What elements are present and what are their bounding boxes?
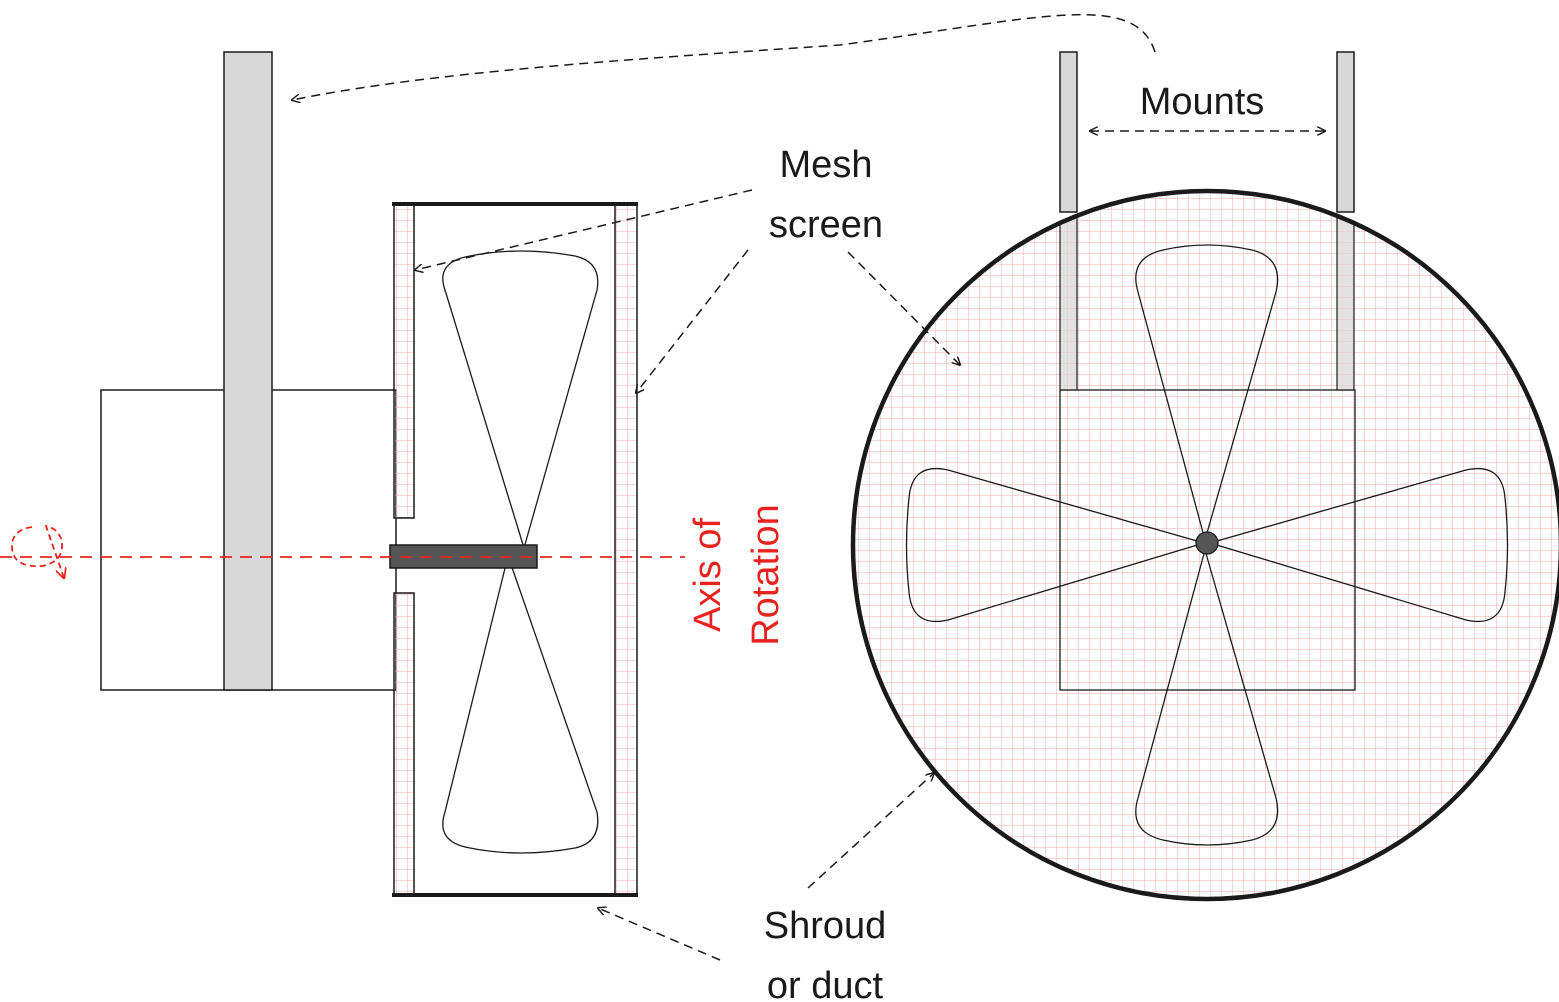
shroud-arrow-side — [598, 908, 721, 961]
mesh-label-line1: Mesh — [780, 144, 873, 186]
front-mesh-upper — [393, 204, 415, 519]
front-mount-left-inner — [1059, 191, 1078, 391]
side-view — [0, 51, 685, 897]
mount-connector-arrow — [292, 13, 1156, 100]
leader-lines — [292, 13, 1325, 961]
front-hub — [1195, 531, 1219, 555]
mesh-label-line2: screen — [769, 204, 883, 246]
side-blade-lower — [442, 553, 599, 854]
blade-left — [905, 467, 1207, 623]
blade-bottom — [1135, 547, 1279, 846]
rear-mesh — [614, 204, 638, 896]
front-motor-outline — [1059, 389, 1356, 691]
mounts-label: Mounts — [1140, 81, 1265, 123]
rotation-arrow-icon — [11, 524, 64, 578]
blade-top — [1135, 244, 1279, 543]
front-mesh-lower — [393, 592, 415, 896]
mesh-arrow-front — [415, 189, 753, 270]
shroud-label-line2: or duct — [767, 965, 884, 1002]
shroud-label-line1: Shroud — [764, 905, 887, 947]
front-mount-right — [1336, 51, 1355, 213]
front-mount-right-inner — [1336, 191, 1355, 391]
blade-right — [1207, 467, 1509, 623]
front-mount-left — [1059, 51, 1078, 213]
mesh-arrow-circle — [847, 251, 960, 365]
front-view — [850, 51, 1559, 902]
shroud-circle — [850, 188, 1559, 902]
labels: Mesh screen Mounts Shroud or duct Axis o… — [687, 81, 1264, 1002]
axis-label-line2: Rotation — [745, 504, 787, 646]
mesh-arrow-rear — [636, 249, 749, 393]
shroud-arrow-circle — [807, 773, 934, 889]
side-blade-upper — [442, 250, 599, 551]
side-mount-bar — [223, 51, 273, 691]
axis-label-line1: Axis of — [687, 518, 729, 632]
